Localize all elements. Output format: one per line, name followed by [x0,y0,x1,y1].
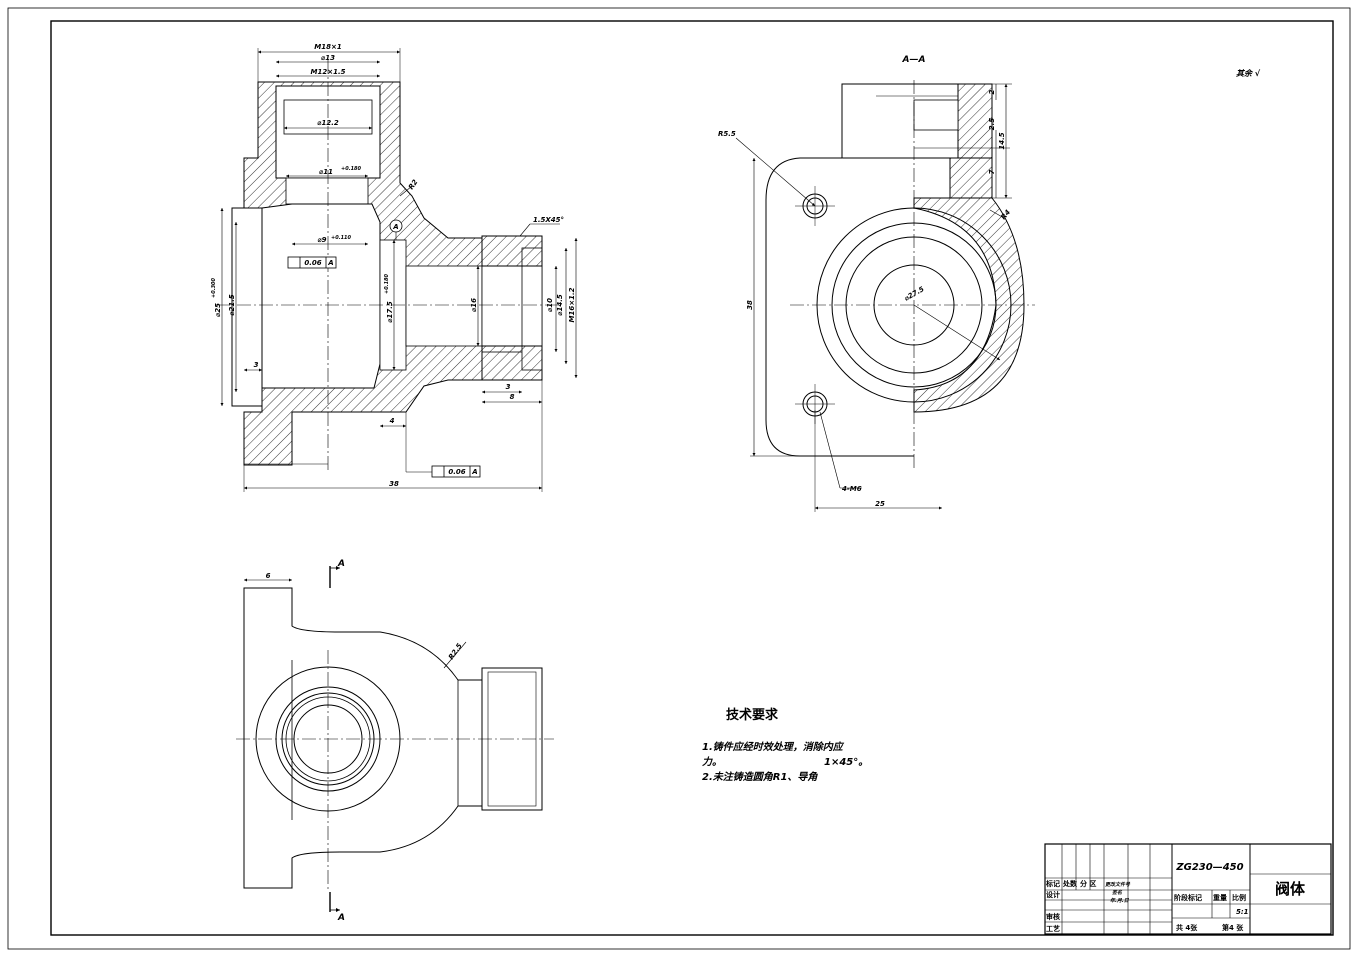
dim-2-5: 2.5 [988,118,996,131]
outlet-rim-top [481,235,543,267]
outer-border [7,7,1351,950]
tb-part-name: 阀体 [1275,880,1306,898]
dim-4: 4 [390,417,395,425]
tolerance-frame-lower: 0.06 A [431,465,481,478]
tb-rev-zone: 分 区 [1080,879,1096,888]
tech-req-line3: 2.未注铸造圆角R1、导角 [702,771,818,783]
channel-bore [405,265,483,347]
dim-chamfer: 1.5X45° [533,216,564,224]
dim-d16: ⌀16 [470,298,478,312]
tech-req-line1: 1.铸件应经时效处理，消除内应 [702,741,845,753]
tb-rev-doc: 更改文件号 [1105,881,1131,888]
tb-date: 年.月.日 [1110,897,1130,904]
tb-rev-count: 处数 [1062,879,1078,888]
inner-border [50,20,1334,936]
section-label: A—A [902,55,926,65]
dim-d27-5: ⌀27.5 [903,285,926,303]
mid-bore [285,177,369,205]
dim-38: 38 [389,480,399,488]
tolerance-frame-upper: 0.06 A [287,256,337,269]
dim-d25-tol: +0.300 [211,277,217,298]
tech-req-line2b: 1×45°。 [824,757,868,768]
tb-stage: 阶段标记 [1174,893,1202,902]
tb-weight: 重量 [1213,893,1227,902]
dim-m18: M18×1 [314,43,342,51]
dim-38-section: 38 [746,300,754,310]
tb-total-sheets: 共 4张 [1176,923,1198,932]
tb-scale-label: 比例 [1232,893,1246,902]
dim-d17-5: ⌀17.5 [386,301,394,323]
dim-m16: M16×1.2 [568,287,576,322]
dim-d9: ⌀9 [317,236,326,244]
svg-text:A: A [327,259,333,267]
dim-r5-5: R5.5 [718,130,736,138]
svg-text:0.06: 0.06 [304,259,321,267]
dim-3-left: 3 [254,361,259,369]
main-cavity [261,203,381,389]
dim-d11: ⌀11 [319,168,333,176]
tb-design: 设计 [1046,890,1060,899]
dim-m12: M12×1.5 [311,68,346,76]
dim-d13: ⌀13 [321,54,335,62]
dim-14-5: 14.5 [998,132,1006,149]
left-flange [231,207,263,407]
dim-d12-2: ⌀12.2 [317,119,339,127]
tech-req-title: 技术要求 [726,707,779,723]
dim-8: 8 [510,393,515,401]
dim-d25: ⌀25 [214,303,222,317]
surface-finish-note: 其余 √ [1236,68,1261,78]
dim-r2-5: R2.5 [447,642,464,661]
tech-req-line2: 力。 [702,756,722,768]
tb-check: 审核 [1046,912,1060,921]
svg-text:A: A [471,468,477,476]
plan-view: A A 6 R2.5 [236,559,554,923]
dim-d10: ⌀10 [546,298,554,312]
view-arrow-bottom: A [337,913,345,923]
dim-25: 25 [875,500,885,508]
dim-7: 7 [988,169,996,174]
dim-d21-5: ⌀21.5 [228,294,236,316]
dim-2: 2 [988,89,996,94]
dim-d17-5-tol: +0.180 [384,273,390,294]
datum-label: A [392,223,398,231]
dim-6: 6 [266,572,271,580]
dim-d11-tol: +0.180 [341,166,362,172]
tb-sheet-no: 第4 张 [1222,923,1244,932]
tb-scale-value: 5:1 [1236,908,1249,916]
dim-d14-5: ⌀14.5 [556,294,564,316]
dim-r2: R2 [407,178,420,191]
tb-sign: 签名 [1112,889,1123,896]
section-view: A—A [718,55,1035,512]
front-view: A 0.06 A 0.06 A M18×1 ⌀13 M12×1.5 ⌀12.2 … [211,43,578,492]
dim-4-m6: 4-M6 [842,485,862,493]
view-arrow-top: A [337,559,345,569]
dim-d9-tol: +0.110 [331,235,352,241]
plan-outline [243,587,483,889]
section-body-outline [765,157,914,457]
title-block: 标记 处数 分 区 更改文件号 签名 年.月.日 设计 审核 工艺 ZG230—… [1044,843,1332,935]
tb-rev-mark: 标记 [1045,879,1060,888]
tb-material: ZG230—450 [1175,862,1243,873]
tb-process: 工艺 [1046,924,1060,933]
svg-text:0.06: 0.06 [448,468,465,476]
outlet-rim-bottom [481,345,543,381]
dim-3-right: 3 [506,383,511,391]
tech-requirements: 技术要求 1.铸件应经时效处理，消除内应 力。 1×45°。 2.未注铸造圆角R… [702,707,868,783]
